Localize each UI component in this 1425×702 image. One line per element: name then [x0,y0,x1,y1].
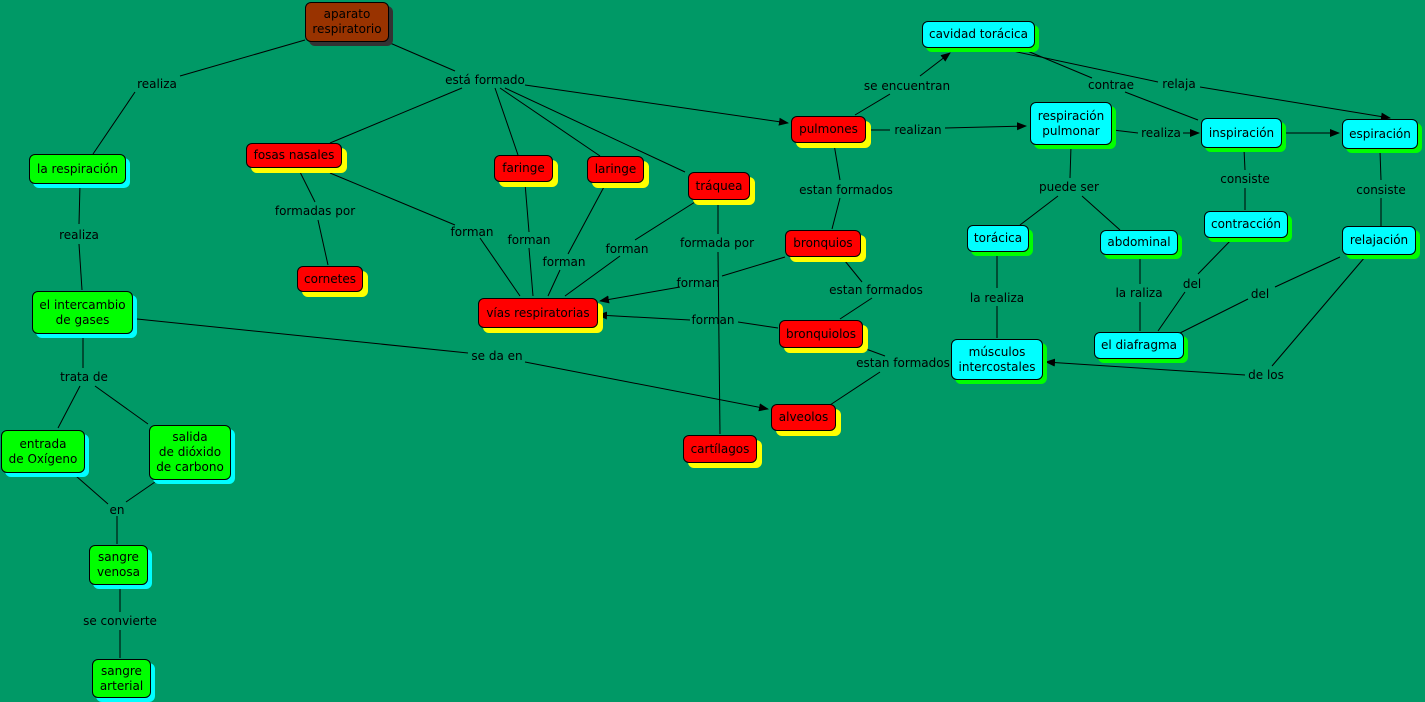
node-bronquiolos[interactable]: bronquiolos [779,320,863,348]
link-label-esta-formado: está formado [445,73,525,87]
link-label-contrae: contrae [1088,78,1134,92]
link-label-en: en [109,503,125,517]
link-label-del: del [1182,277,1202,291]
node-espiracion[interactable]: espiración [1342,119,1418,149]
node-bronquios[interactable]: bronquios [785,230,861,257]
link-label-se-encuentran: se encuentran [863,79,951,93]
link-label-la-raliza: la raliza [1115,286,1163,300]
node-faringe[interactable]: faringe [494,155,553,182]
node-salida-de-dioxido[interactable]: salida de dióxido de carbono [149,425,231,480]
node-sangre-venosa[interactable]: sangre venosa [89,545,148,585]
link-label-de-los: de los [1248,368,1284,382]
link-label-se-convierte: se convierte [83,614,157,628]
node-respiracion-pulmonar[interactable]: respiración pulmonar [1030,102,1112,145]
link-label-consiste: consiste [1220,172,1270,186]
link-label-realiza: realiza [59,228,99,242]
node-vias-respiratorias[interactable]: vías respiratorias [478,298,598,328]
node-musculos-intercostales[interactable]: músculos intercostales [951,339,1043,380]
node-fosas-nasales[interactable]: fosas nasales [246,143,342,168]
node-entrada-de-oxigeno[interactable]: entrada de Oxígeno [1,430,85,473]
link-label-realiza: realiza [1141,126,1181,140]
node-inspiracion[interactable]: inspiración [1201,118,1282,148]
node-alveolos[interactable]: alveolos [771,404,836,431]
link-label-realizan: realizan [894,123,942,137]
link-label-estan-formados: estan formados [799,183,893,197]
node-aparato-respiratorio[interactable]: aparato respiratorio [305,2,389,42]
link-label-consiste: consiste [1356,183,1406,197]
node-pulmones[interactable]: pulmones [791,116,866,143]
link-label-la-realiza: la realiza [969,291,1025,305]
node-la-respiracion[interactable]: la respiración [29,154,126,184]
link-label-se-da-en: se da en [471,349,523,363]
node-traquea[interactable]: tráquea [688,172,750,200]
node-cavidad-toracica[interactable]: cavidad torácica [922,21,1035,48]
node-laringe[interactable]: laringe [587,156,644,183]
link-label-forman: forman [450,225,494,239]
link-label-del: del [1250,287,1270,301]
node-relajacion[interactable]: relajación [1342,226,1416,255]
link-label-relaja: relaja [1162,77,1196,91]
link-label-estan-formados: estan formados [829,283,923,297]
link-label-forman: forman [691,313,735,327]
node-abdominal[interactable]: abdominal [1100,230,1178,255]
link-label-realiza: realiza [137,77,177,91]
link-label-puede-ser: puede ser [1039,180,1099,194]
link-label-forman: forman [507,233,551,247]
link-label-forman: forman [542,255,586,269]
link-label-forman: forman [676,276,720,290]
node-el-diafragma[interactable]: el diafragma [1094,332,1184,359]
node-cornetes[interactable]: cornetes [297,266,363,292]
node-cartilagos[interactable]: cartílagos [683,435,757,463]
link-label-estan-formados: estan formados [856,356,950,370]
link-label-formada-por: formada por [679,236,755,250]
node-contraccion[interactable]: contracción [1204,211,1288,238]
link-label-forman: forman [605,242,649,256]
link-label-formadas-por: formadas por [274,204,356,218]
node-toracica[interactable]: torácica [967,225,1029,252]
node-sangre-arterial[interactable]: sangre arterial [92,659,151,698]
node-el-intercambio-de-gases[interactable]: el intercambio de gases [32,291,133,334]
link-label-trata-de: trata de [60,370,108,384]
